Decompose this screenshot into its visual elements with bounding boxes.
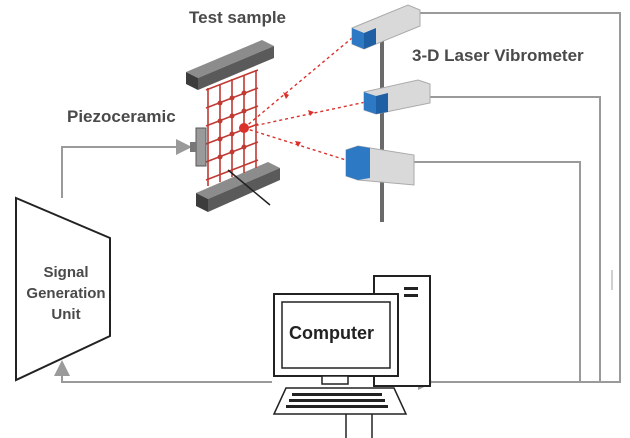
keyboard bbox=[272, 387, 408, 438]
wire-middle-head bbox=[430, 96, 601, 382]
laser-head-middle bbox=[363, 79, 431, 115]
signal-generation-unit-label: Signal Generation Unit bbox=[26, 264, 106, 323]
top-clamp bbox=[186, 40, 274, 90]
pointer-line bbox=[227, 169, 271, 206]
beam-markers bbox=[283, 92, 314, 147]
connection-wires bbox=[54, 12, 621, 383]
wire-top-head bbox=[420, 12, 621, 383]
piezoceramic-actuator bbox=[190, 127, 207, 167]
laser-head-top bbox=[351, 4, 421, 50]
piezoceramic-label: Piezoceramic bbox=[67, 107, 176, 126]
wire-computer-to-unit bbox=[54, 360, 272, 383]
laser-head-lower bbox=[345, 145, 415, 186]
laser-beams bbox=[243, 37, 367, 161]
test-sample-label: Test sample bbox=[189, 8, 287, 27]
wire-lower-head bbox=[414, 161, 581, 382]
signal-generation-unit bbox=[15, 196, 111, 382]
laser-vibrometer-label: 3-D Laser Vibrometer bbox=[412, 46, 584, 65]
measurement-grid bbox=[205, 69, 259, 186]
bottom-clamp bbox=[196, 162, 280, 212]
computer-monitor bbox=[273, 293, 399, 385]
computer-label: Computer bbox=[289, 323, 374, 343]
wire-unit-to-piezo bbox=[61, 139, 192, 198]
